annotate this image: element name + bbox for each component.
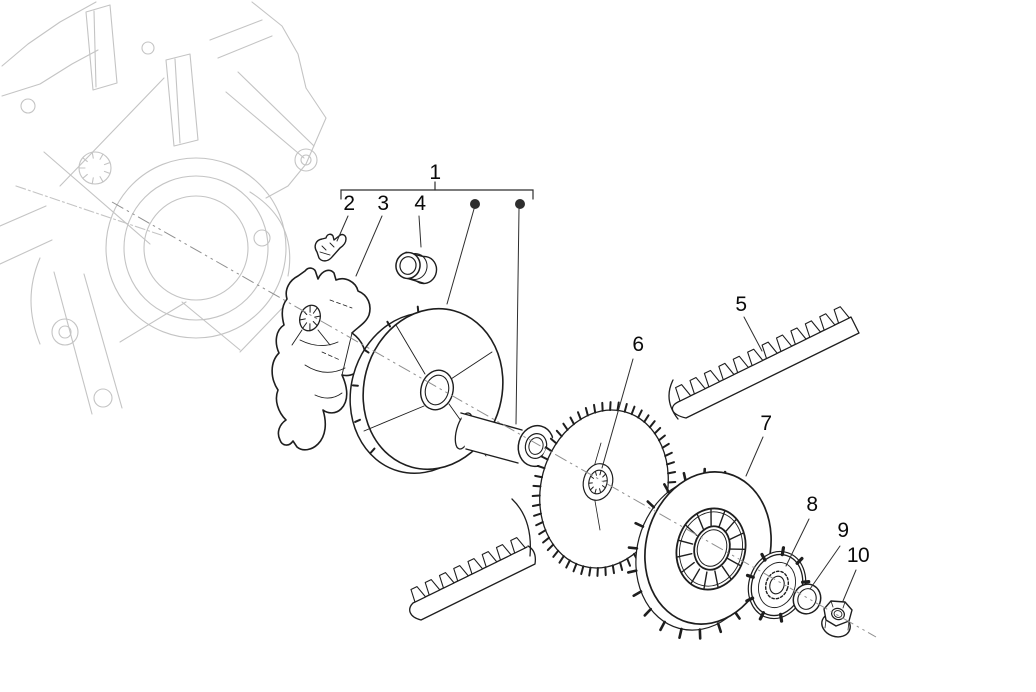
- callout-4: 4: [414, 192, 426, 215]
- callout-annotations: [336, 181, 857, 602]
- part-5-belt-upper-run: [668, 306, 860, 420]
- group-1-bracket: [340, 189, 534, 200]
- part-4-bushing: [395, 251, 438, 285]
- crankcase-ghost-drawing: [0, 1, 327, 415]
- group-1-bullet: [470, 199, 480, 209]
- part-5-belt-lower-run: [409, 498, 536, 621]
- callout-5: 5: [735, 293, 747, 316]
- callout-2: 2: [343, 192, 355, 215]
- part-3-ramp-plate: [271, 267, 371, 451]
- callout-8: 8: [806, 493, 818, 516]
- callout-7: 7: [760, 412, 772, 435]
- crankcase-centerline: [15, 185, 165, 237]
- callout-1: 1: [429, 161, 441, 184]
- leader-lines: [336, 208, 857, 602]
- part-2-clip: [314, 233, 347, 262]
- group-1-bullet: [515, 199, 525, 209]
- callout-9: 9: [837, 519, 849, 542]
- callout-10: 10: [846, 544, 870, 567]
- callout-3: 3: [377, 192, 389, 215]
- fan-pulley-bore: [693, 525, 731, 571]
- part-10-flange-nut: [821, 600, 853, 638]
- callout-6: 6: [632, 333, 644, 356]
- assembly-centerline: [111, 201, 877, 638]
- part-9-washer: [792, 583, 822, 615]
